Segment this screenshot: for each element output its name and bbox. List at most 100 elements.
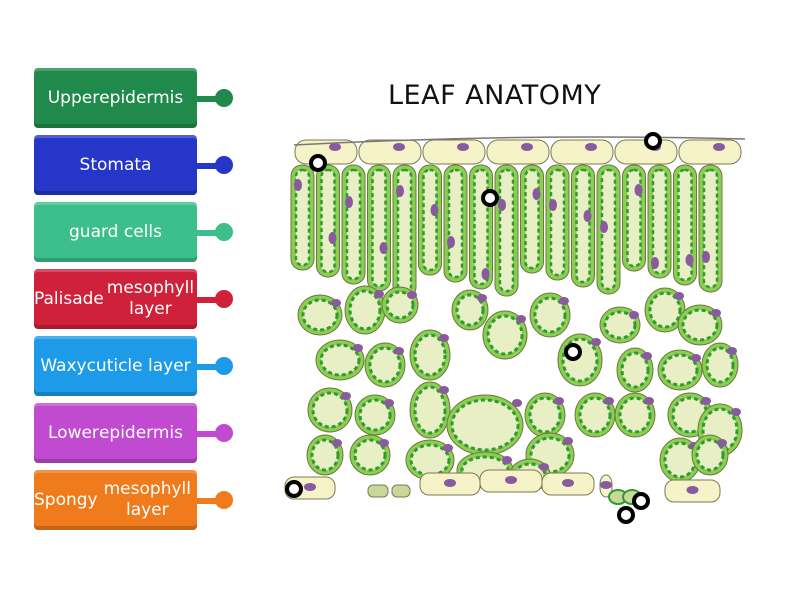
chloroplasts — [651, 168, 668, 275]
nucleus — [502, 456, 512, 464]
nucleus — [563, 437, 573, 445]
chloroplasts — [319, 343, 361, 377]
label-text: Stomata — [79, 154, 152, 175]
chloroplasts — [705, 346, 735, 384]
nucleus — [294, 179, 302, 191]
connector-handle[interactable] — [215, 290, 233, 308]
nucleus — [532, 188, 541, 200]
nucleus — [341, 392, 351, 400]
chloroplasts — [524, 168, 540, 270]
waxy-cuticle — [293, 136, 746, 146]
chloroplasts — [681, 308, 719, 342]
nucleus — [713, 143, 725, 151]
nucleus — [379, 242, 388, 254]
chloroplasts — [575, 168, 591, 284]
nucleus — [600, 221, 608, 233]
drop-target-5[interactable] — [285, 480, 303, 498]
nucleus — [394, 347, 404, 355]
chloroplasts — [368, 346, 402, 384]
nucleus — [374, 290, 384, 298]
chloroplasts — [413, 385, 447, 435]
drop-target-2[interactable] — [644, 132, 662, 150]
label-text: Spongy — [34, 489, 98, 510]
nucleus — [329, 143, 341, 151]
leaf-cross-section-illustration — [284, 136, 746, 505]
chloroplasts — [413, 333, 447, 377]
chloroplasts — [396, 168, 413, 295]
chloroplasts — [578, 396, 612, 434]
nucleus — [512, 399, 522, 407]
connector-handle[interactable] — [215, 89, 233, 107]
nucleus — [731, 408, 741, 416]
chloroplasts — [528, 396, 562, 434]
nucleus — [539, 463, 549, 471]
nucleus — [430, 204, 439, 216]
chloroplasts — [648, 291, 682, 329]
nucleus — [332, 439, 342, 447]
connector-handle[interactable] — [215, 156, 233, 174]
nucleus — [701, 397, 711, 405]
chloroplasts — [661, 353, 699, 387]
chloroplasts — [353, 438, 387, 472]
drop-target-3[interactable] — [481, 189, 499, 207]
chloroplasts — [385, 290, 415, 320]
nucleus — [384, 399, 394, 407]
nucleus — [585, 143, 597, 151]
label-text: cuticle layer — [86, 355, 191, 376]
nucleus — [439, 334, 449, 342]
nucleus — [521, 143, 533, 151]
upper-epidermis-cell — [678, 139, 742, 165]
chloroplasts — [549, 168, 566, 277]
nucleus — [444, 479, 456, 487]
nucleus — [407, 291, 417, 299]
nucleus — [583, 210, 592, 222]
label-text: epidermis — [98, 422, 183, 443]
connector-line — [197, 163, 221, 169]
nucleus — [447, 236, 455, 248]
chloroplasts — [371, 168, 387, 288]
chloroplasts — [455, 293, 485, 327]
nucleus — [505, 476, 517, 484]
chloroplasts — [422, 168, 438, 272]
nucleus — [498, 199, 506, 211]
nucleus — [642, 352, 652, 360]
chloroplasts — [620, 351, 650, 389]
label-guard-cells[interactable]: guard cells — [34, 202, 197, 262]
chloroplasts — [450, 398, 520, 452]
label-stomata[interactable]: Stomata — [34, 135, 197, 195]
connector-handle[interactable] — [215, 491, 233, 509]
nucleus — [443, 444, 453, 452]
drop-target-6[interactable] — [632, 492, 650, 510]
connector-handle[interactable] — [215, 357, 233, 375]
connector-line — [197, 230, 221, 236]
nucleus — [604, 397, 614, 405]
label-text: mesophyll layer — [106, 278, 195, 319]
chloroplasts — [618, 396, 652, 434]
connector-line — [197, 96, 221, 102]
nucleus — [651, 257, 659, 269]
drop-target-4[interactable] — [564, 343, 582, 361]
nucleus — [516, 315, 526, 323]
label-text: Waxy — [40, 355, 87, 376]
chloroplasts — [345, 168, 362, 281]
chloroplasts — [294, 168, 311, 267]
nucleus — [629, 311, 639, 319]
nucleus — [393, 143, 405, 151]
nucleus — [328, 232, 337, 244]
connector-line — [197, 431, 221, 437]
connector-handle[interactable] — [215, 424, 233, 442]
connector-handle[interactable] — [215, 223, 233, 241]
chloroplasts — [311, 391, 349, 429]
nucleus — [634, 184, 643, 196]
drop-target-1[interactable] — [309, 154, 327, 172]
nucleus — [702, 251, 710, 263]
chloroplasts — [473, 168, 489, 286]
drop-target-7[interactable] — [617, 506, 635, 524]
upper-epidermis-cell — [550, 139, 614, 165]
label-text: Upper — [47, 87, 100, 108]
